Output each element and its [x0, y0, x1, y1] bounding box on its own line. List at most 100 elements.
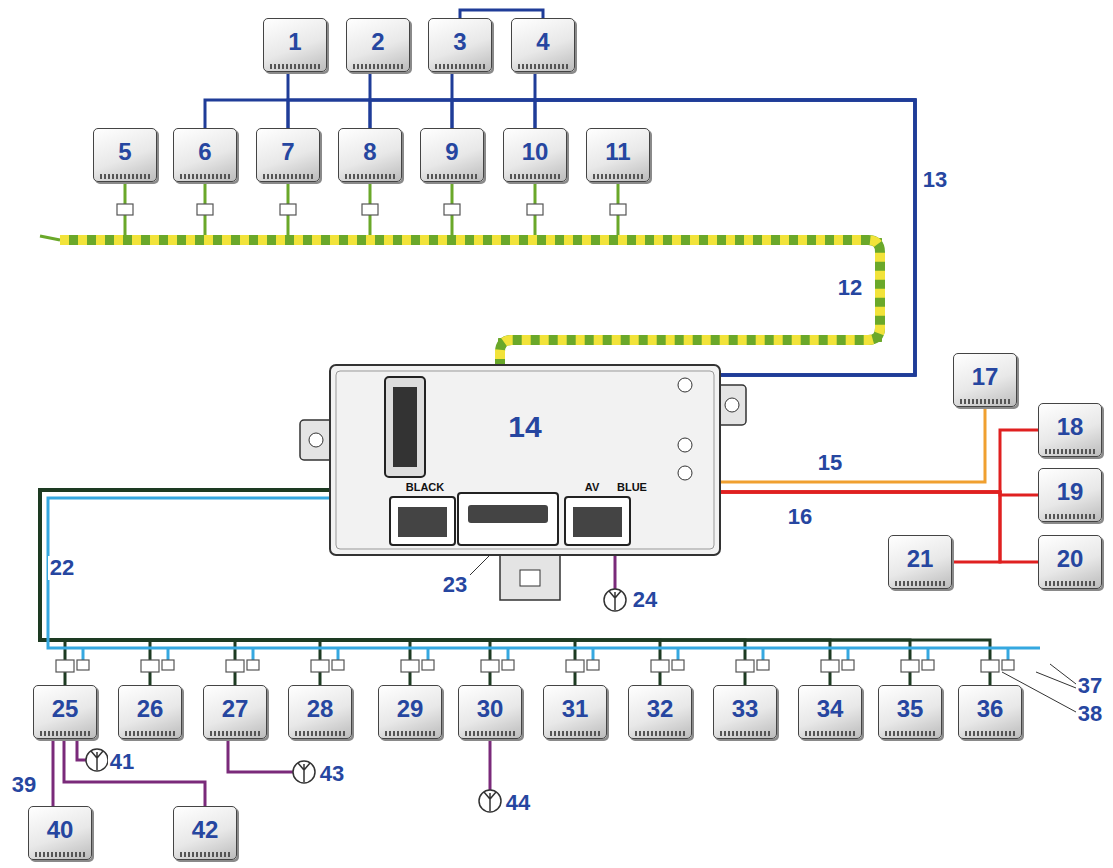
wire-connector: [40, 490, 330, 685]
bus-stub: [762, 648, 765, 660]
inline-connector: [77, 660, 89, 670]
wire-connector: [40, 490, 330, 685]
inline-connector: [247, 660, 259, 670]
callout-number: 6: [198, 138, 211, 166]
twisted-pair-yellow: [60, 240, 880, 365]
callout-number: 7: [281, 138, 294, 166]
callout-number: 24: [631, 588, 659, 612]
ecu-module: 2: [346, 18, 410, 72]
callout-number: 39: [10, 773, 38, 797]
inline-connector: [502, 660, 514, 670]
ecu-module: 28: [288, 685, 352, 739]
inline-connector: [311, 660, 329, 672]
inline-connector: [141, 660, 159, 672]
inline-connector: [226, 660, 244, 672]
ecu-module: 21: [888, 535, 952, 589]
callout-number: 22: [48, 556, 76, 580]
callout-number: 21: [907, 545, 934, 573]
ecu-module: 19: [1038, 468, 1102, 522]
antenna-wire: [614, 555, 617, 589]
callout-number: 44: [504, 791, 532, 815]
callout-number: 11: [605, 138, 630, 166]
inline-connector: [757, 660, 769, 670]
callout-number: 23: [441, 573, 469, 597]
inline-connector: [736, 660, 754, 672]
bus-stub: [927, 648, 930, 660]
bus-stub: [1007, 648, 1010, 660]
ecu-module: 34: [798, 685, 862, 739]
antenna-symbol: [604, 589, 626, 611]
inline-connector: [444, 204, 460, 215]
inline-connector: [280, 204, 296, 215]
wire-connector: [720, 492, 1000, 562]
ecu-module: 42: [173, 806, 237, 860]
ecu-module: 30: [458, 685, 522, 739]
callout-number: 17: [972, 363, 999, 391]
inline-connector: [162, 660, 174, 670]
inline-connector: [922, 660, 934, 670]
callout-number: 38: [1076, 702, 1104, 726]
small-connectors: [56, 204, 1014, 672]
callout-number: 14: [508, 410, 541, 444]
inline-connector: [56, 660, 74, 672]
ecu-module: 20: [1038, 535, 1102, 589]
inline-connector: [610, 204, 626, 215]
wire-connector: [40, 490, 330, 685]
connector-label: AV: [585, 481, 599, 493]
bus-stub: [847, 648, 850, 660]
body-control-unit: 14BLACKAVBLUE: [330, 365, 720, 555]
inline-connector: [901, 660, 919, 672]
antenna-symbol: [479, 790, 501, 812]
callout-number: 26: [137, 695, 164, 723]
callout-number: 15: [816, 451, 844, 475]
antenna-wire: [489, 739, 492, 790]
antenna-symbol: [298, 763, 310, 782]
callout-number: 37: [1076, 674, 1104, 698]
ecu-module: 27: [203, 685, 267, 739]
callout-number: 29: [397, 695, 424, 723]
unit-housing: [330, 365, 720, 555]
callout-number: 33: [732, 695, 759, 723]
ecu-module: 9: [420, 128, 484, 182]
inline-connector: [566, 660, 584, 672]
callout-number: 12: [836, 276, 864, 300]
wire-connector: [460, 10, 543, 18]
ecu-module: 26: [118, 685, 182, 739]
ecu-module: 25: [33, 685, 97, 739]
ecu-module: 3: [428, 18, 492, 72]
callout-number: 25: [52, 695, 79, 723]
ecu-module: 4: [511, 18, 575, 72]
twisted-pair-green: [60, 240, 880, 365]
callout-number: 40: [47, 816, 74, 844]
inline-connector: [821, 660, 839, 672]
inline-connector: [672, 660, 684, 670]
callout-number: 31: [562, 695, 589, 723]
inline-connector: [362, 204, 378, 215]
callout-number: 36: [977, 695, 1004, 723]
callout-number: 18: [1057, 413, 1084, 441]
wire-connector: [720, 407, 985, 482]
callout-number: 41: [108, 750, 136, 774]
ecu-module: 29: [378, 685, 442, 739]
ecu-module: 6: [173, 128, 237, 182]
wire-connector: [720, 430, 1038, 492]
bus-stub: [82, 648, 85, 660]
wire-connector: [64, 739, 205, 806]
inline-connector: [1002, 660, 1014, 670]
inline-connector: [117, 204, 133, 215]
callout-number: 28: [307, 695, 334, 723]
callout-number: 1: [288, 28, 301, 56]
bus-stub: [252, 648, 255, 660]
callout-number: 10: [522, 138, 549, 166]
wire-connector: [40, 490, 330, 685]
antenna-symbol: [609, 591, 621, 610]
wire-connector: [40, 490, 990, 685]
ecu-module: 32: [628, 685, 692, 739]
inline-connector: [651, 660, 669, 672]
antenna-wire: [77, 739, 86, 760]
bus-stub: [167, 648, 170, 660]
callout-number: 34: [817, 695, 844, 723]
ecu-module: 8: [338, 128, 402, 182]
wire-connector: [720, 492, 1038, 562]
